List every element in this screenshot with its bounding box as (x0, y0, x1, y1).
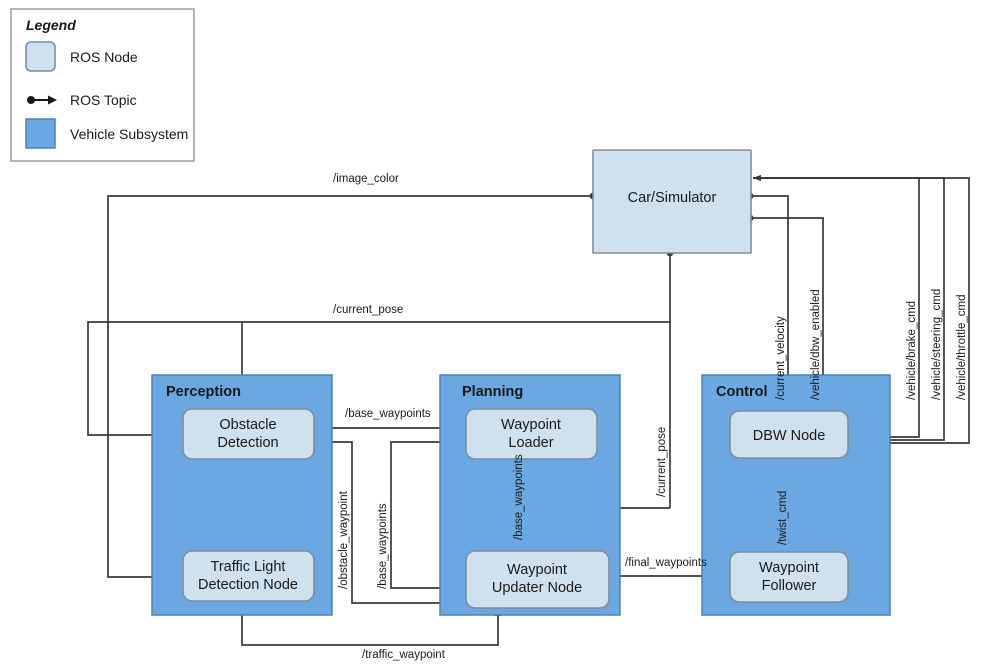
node-obstacle-detection[interactable]: Obstacle Detection (182, 408, 315, 460)
node-label-obstacle-detection-line2: Detection (217, 435, 278, 451)
topic-label-base-waypoints-vertical: /base_waypoints (377, 503, 389, 589)
topic-label-current-velocity: /current_velocity (775, 316, 787, 400)
legend-item-vehicle-subsystem: Vehicle Subsystem (25, 118, 188, 149)
node-traffic-light-detection-node[interactable]: Traffic Light Detection Node (182, 550, 315, 602)
topic-label-current-pose: /current_pose (333, 304, 403, 316)
legend-swatch-ros-node (25, 41, 56, 72)
topic-label-obstacle-waypoint: /obstacle_waypoint (338, 490, 350, 589)
legend-label-ros-topic: ROS Topic (70, 92, 137, 108)
topic-label-final-waypoints: /final_waypoints (625, 557, 707, 569)
node-car-simulator[interactable]: Car/Simulator (592, 149, 752, 254)
legend: Legend ROS Node ROS Topic Vehicle Subsys… (10, 8, 195, 162)
node-dbw-node[interactable]: DBW Node (729, 410, 849, 459)
ros-topic-arrow-icon (27, 95, 57, 105)
legend-swatch-vehicle-subsystem (25, 118, 56, 149)
legend-item-ros-topic: ROS Topic (27, 92, 137, 108)
node-label-waypoint-loader-line2: Loader (508, 435, 553, 451)
topic-label-steering-cmd: /vehicle/steering_cmd (931, 289, 943, 400)
node-label-waypoint-follower-line2: Follower (762, 578, 817, 594)
topic-label-base-waypoints-mid: /base_waypoints (513, 454, 525, 540)
node-label-traffic-light-line2: Detection Node (198, 577, 298, 593)
topic-label-base-waypoints: /base_waypoints (345, 408, 431, 420)
node-label-obstacle-detection-line1: Obstacle (219, 417, 276, 433)
node-waypoint-follower[interactable]: Waypoint Follower (729, 551, 849, 603)
subsystem-label-control: Control (716, 384, 768, 400)
topic-labels-horizontal: /image_color /current_pose /base_waypoin… (333, 173, 707, 661)
topic-label-current-pose-vertical: /current_pose (656, 427, 668, 497)
node-label-waypoint-follower-line1: Waypoint (759, 560, 819, 576)
topic-labels-vertical: /obstacle_waypoint /base_waypoints /base… (338, 289, 968, 589)
legend-item-ros-node: ROS Node (25, 41, 138, 72)
topic-label-brake-cmd: /vehicle/brake_cmd (906, 301, 918, 400)
wire-traffic-waypoint (238, 597, 502, 646)
topic-label-traffic-waypoint: /traffic_waypoint (362, 649, 446, 661)
wire-image-color (107, 192, 597, 581)
topic-label-twist-cmd: /twist_cmd (777, 491, 789, 545)
wire-dbw-enabled (746, 214, 827, 412)
node-waypoint-updater-node[interactable]: Waypoint Updater Node (465, 550, 610, 609)
topic-label-throttle-cmd: /vehicle/throttle_cmd (956, 295, 968, 400)
wire-current-pose-bus (87, 321, 670, 439)
topic-label-dbw-enabled: /vehicle/dbw_enabled (810, 289, 822, 400)
subsystem-label-perception: Perception (166, 384, 241, 400)
node-waypoint-loader[interactable]: Waypoint Loader (465, 408, 598, 460)
node-label-waypoint-updater-line2: Updater Node (492, 580, 582, 596)
node-label-waypoint-updater-line1: Waypoint (507, 562, 567, 578)
node-label-traffic-light-line1: Traffic Light (211, 559, 286, 575)
legend-label-vehicle-subsystem: Vehicle Subsystem (70, 126, 188, 142)
topic-label-image-color: /image_color (333, 173, 399, 185)
node-label-waypoint-loader-line1: Waypoint (501, 417, 561, 433)
node-label-dbw-node: DBW Node (753, 428, 826, 444)
subsystem-label-planning: Planning (462, 384, 523, 400)
node-label-car-simulator: Car/Simulator (628, 190, 717, 206)
legend-title: Legend (26, 17, 76, 33)
legend-label-ros-node: ROS Node (70, 49, 138, 65)
